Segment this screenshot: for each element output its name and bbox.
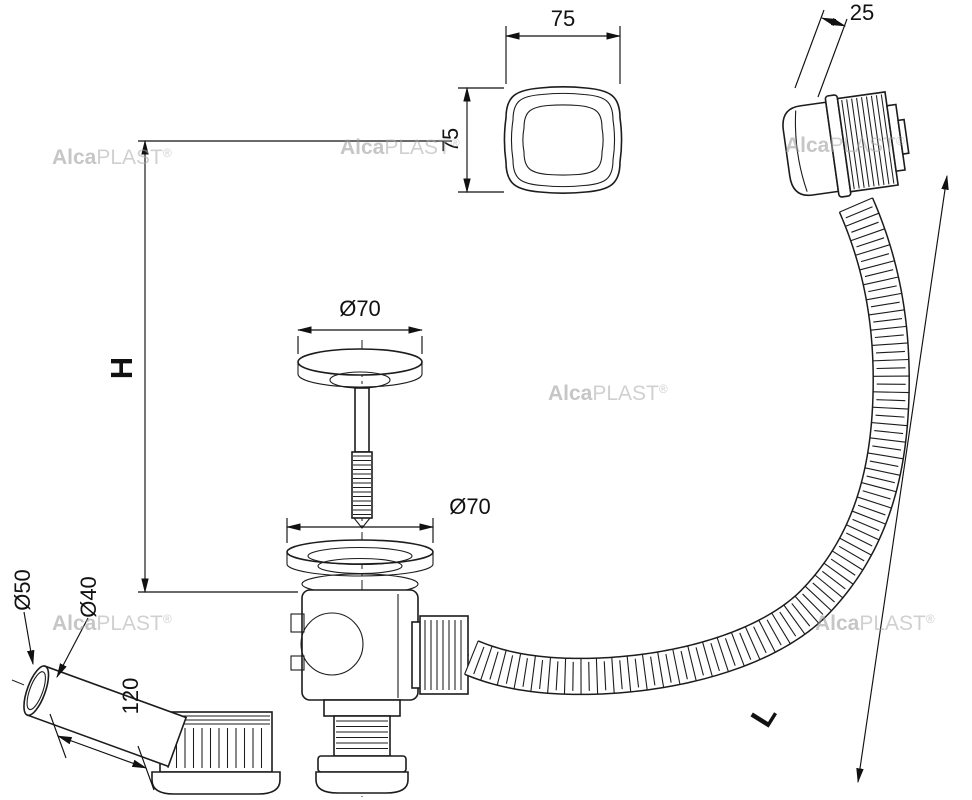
dim-plug-diameter: Ø70 [339,296,381,321]
dim-height-symbol: H [104,357,139,379]
dim-elbow-bore-diameter: Ø40 [76,576,101,618]
overflow-head [782,91,910,198]
elbow-nut-ribs [167,728,263,768]
drain-assembly [286,340,505,797]
dim-hose-length-symbol: L [744,698,784,733]
overflow-knob [503,86,623,194]
screw-thread-lines [353,455,371,516]
outlet-nut-ribs [424,620,462,690]
plug-screw [351,451,373,529]
dim-overflow-depth: 25 [850,0,874,25]
dim-knob-height: 75 [438,128,463,152]
brand-watermark: AlcaPLAST® [548,382,668,405]
plug-cap [297,348,423,453]
brand-watermark: AlcaPLAST® [815,612,935,635]
outlet-nut [411,615,469,695]
tailpiece-thread-lines [336,720,388,750]
dim-elbow-length: 120 [118,678,143,715]
waste-body [290,589,419,701]
brand-watermark: AlcaPLAST® [785,134,905,157]
dim-strainer-diameter: Ø70 [449,494,491,519]
overflow-head-ribs [841,94,895,190]
brand-watermark: AlcaPLAST® [52,612,172,635]
watermarks: AlcaPLAST® AlcaPLAST® AlcaPLAST® AlcaPLA… [52,134,935,635]
overflow-elbow [11,665,281,795]
strainer-flange [286,539,434,595]
dimension-lines [23,9,949,791]
brand-watermark: AlcaPLAST® [340,136,460,159]
brand-watermark: AlcaPLAST® [52,146,172,169]
dim-elbow-outer-diameter: Ø50 [10,569,35,611]
dim-knob-width: 75 [551,6,575,31]
tailpiece [315,699,409,794]
elbow-inlet-tube [23,665,188,768]
